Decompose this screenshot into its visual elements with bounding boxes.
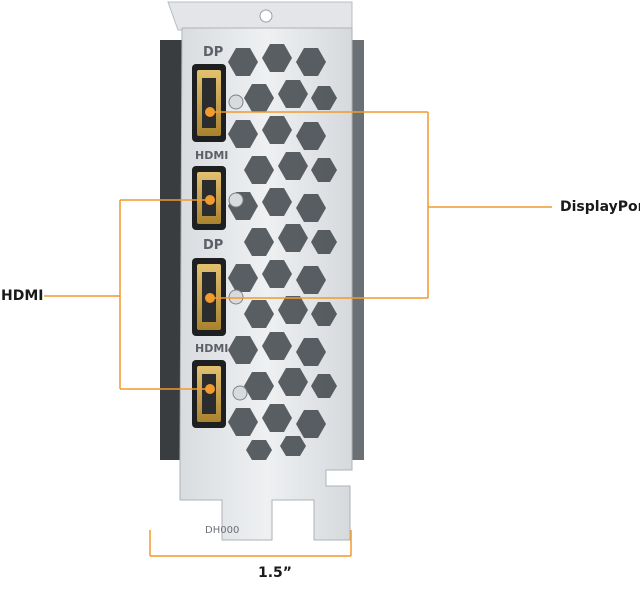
marking-dp-top: DP xyxy=(203,45,223,60)
hdmi-callout-lines xyxy=(44,199,210,390)
callout-dots xyxy=(205,107,215,394)
marking-part-code: DH000 xyxy=(205,525,239,536)
displayport-label: DisplayPort xyxy=(560,199,640,215)
hdmi-port-lower xyxy=(192,360,226,428)
width-dimension-line xyxy=(149,530,352,557)
displayport-callout-lines xyxy=(210,111,552,299)
marking-dp-lower: DP xyxy=(203,238,223,253)
width-dimension-label: 1.5” xyxy=(258,565,293,581)
hdmi-label: HDMI xyxy=(1,288,44,304)
marking-hdmi-lower: HDMI xyxy=(195,342,228,355)
vent-grille xyxy=(228,44,337,460)
displayport-port-top xyxy=(192,64,226,142)
marking-hdmi-upper: HDMI xyxy=(195,149,228,162)
card-shroud-edge xyxy=(160,40,182,460)
bracket-screws xyxy=(228,94,248,401)
